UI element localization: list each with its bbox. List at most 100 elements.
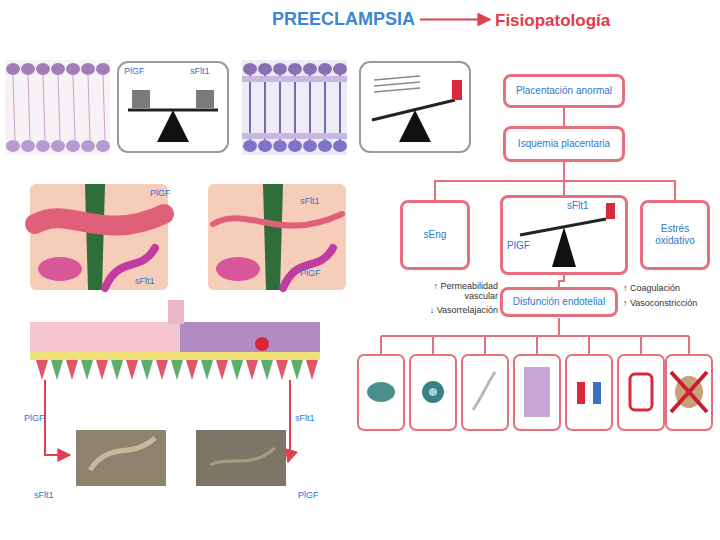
cell <box>51 63 65 75</box>
process-box: sEng <box>400 200 470 270</box>
node-text: Placentación anormal <box>516 85 612 97</box>
layer <box>242 133 347 139</box>
cell <box>303 140 317 152</box>
balance-frame <box>360 62 470 152</box>
connector <box>563 108 565 126</box>
annotation-label: sFlt1 <box>295 413 325 423</box>
cell <box>21 63 35 75</box>
node-text: PlGF <box>507 240 530 252</box>
cell <box>81 140 95 152</box>
decidua <box>263 184 283 290</box>
villus <box>201 360 213 380</box>
junction <box>339 75 341 140</box>
annotation-label: ↑ Coagulación <box>623 283 715 293</box>
process-box: Estrés oxidativo <box>640 200 710 270</box>
cell-icon <box>429 388 437 396</box>
branch-line <box>688 336 690 355</box>
villus <box>276 360 288 380</box>
balance-box: PlGF sFlt1 <box>500 195 628 275</box>
cell <box>258 140 272 152</box>
node-text: Estrés oxidativo <box>648 223 702 247</box>
branch-line <box>432 336 434 355</box>
beam <box>128 109 218 112</box>
villus <box>171 360 183 380</box>
villus <box>291 360 303 380</box>
villus <box>81 360 93 380</box>
villus <box>141 360 153 380</box>
balance-figure <box>118 62 228 152</box>
villus <box>261 360 273 380</box>
villus <box>66 360 78 380</box>
junction <box>103 75 105 140</box>
weight <box>132 90 150 108</box>
fulcrum <box>157 110 189 142</box>
subtitle: Fisiopatología <box>495 11 610 31</box>
junction <box>309 75 311 140</box>
cell <box>66 63 80 75</box>
cell <box>36 140 50 152</box>
brain-icon <box>367 382 395 402</box>
branch-line <box>381 335 689 337</box>
cross-icon <box>671 372 707 412</box>
micrograph <box>76 430 166 486</box>
flow-arrow <box>288 380 290 462</box>
junction <box>73 75 75 140</box>
annotation-label: PlGF <box>150 188 180 198</box>
title-arrow <box>420 19 490 21</box>
organ-icon <box>630 374 652 410</box>
process-box: Placentación anormal <box>503 74 625 108</box>
balance-figure <box>360 62 470 152</box>
icon-box <box>410 355 456 430</box>
junction <box>88 75 90 140</box>
branch-line <box>558 318 560 336</box>
annotation-label: ↑ Permeabilidad vascular <box>412 281 498 302</box>
weight <box>196 90 214 108</box>
cell <box>21 140 35 152</box>
spiral-artery-figure <box>30 184 168 290</box>
text-mark <box>374 76 420 80</box>
flow-arrow <box>45 380 70 455</box>
micrograph <box>196 430 286 486</box>
villus <box>216 360 228 380</box>
tissue-icon <box>524 367 550 417</box>
figure-ground <box>5 60 110 155</box>
cell <box>303 63 317 75</box>
kidney-icon <box>593 382 601 404</box>
cell <box>6 140 20 152</box>
branch-line <box>640 336 642 355</box>
placenta-abnormal <box>180 322 320 352</box>
cell <box>258 63 272 75</box>
cell <box>333 140 347 152</box>
connector <box>559 275 564 287</box>
junction <box>13 75 15 140</box>
balance-figure <box>520 203 615 267</box>
balance-frame <box>118 62 228 152</box>
junction <box>249 75 251 140</box>
weight <box>452 80 462 100</box>
cell <box>6 63 20 75</box>
icon-box <box>358 355 404 430</box>
villus <box>36 360 48 380</box>
annotation-label: PlGF <box>300 268 330 278</box>
process-box: Isquemia placentaria <box>503 126 625 162</box>
cell <box>273 140 287 152</box>
annotation-label: sFlt1 <box>190 66 220 76</box>
endothelium-figure <box>242 60 347 155</box>
villus <box>306 360 318 380</box>
villus <box>96 360 108 380</box>
node-text: sFlt1 <box>567 200 589 212</box>
figure-ground <box>242 60 347 155</box>
cord <box>168 300 184 324</box>
cell <box>81 63 95 75</box>
cell <box>273 63 287 75</box>
icon-box <box>514 355 560 430</box>
annotation-label: ↑ Vasoconstricción <box>623 298 715 308</box>
tissue <box>208 184 346 290</box>
cell <box>96 140 110 152</box>
villus <box>186 360 198 380</box>
annotation-label: PlGF <box>24 413 54 423</box>
junction <box>43 75 45 140</box>
annotation-label: sFlt1 <box>34 490 64 500</box>
junction <box>264 75 266 140</box>
